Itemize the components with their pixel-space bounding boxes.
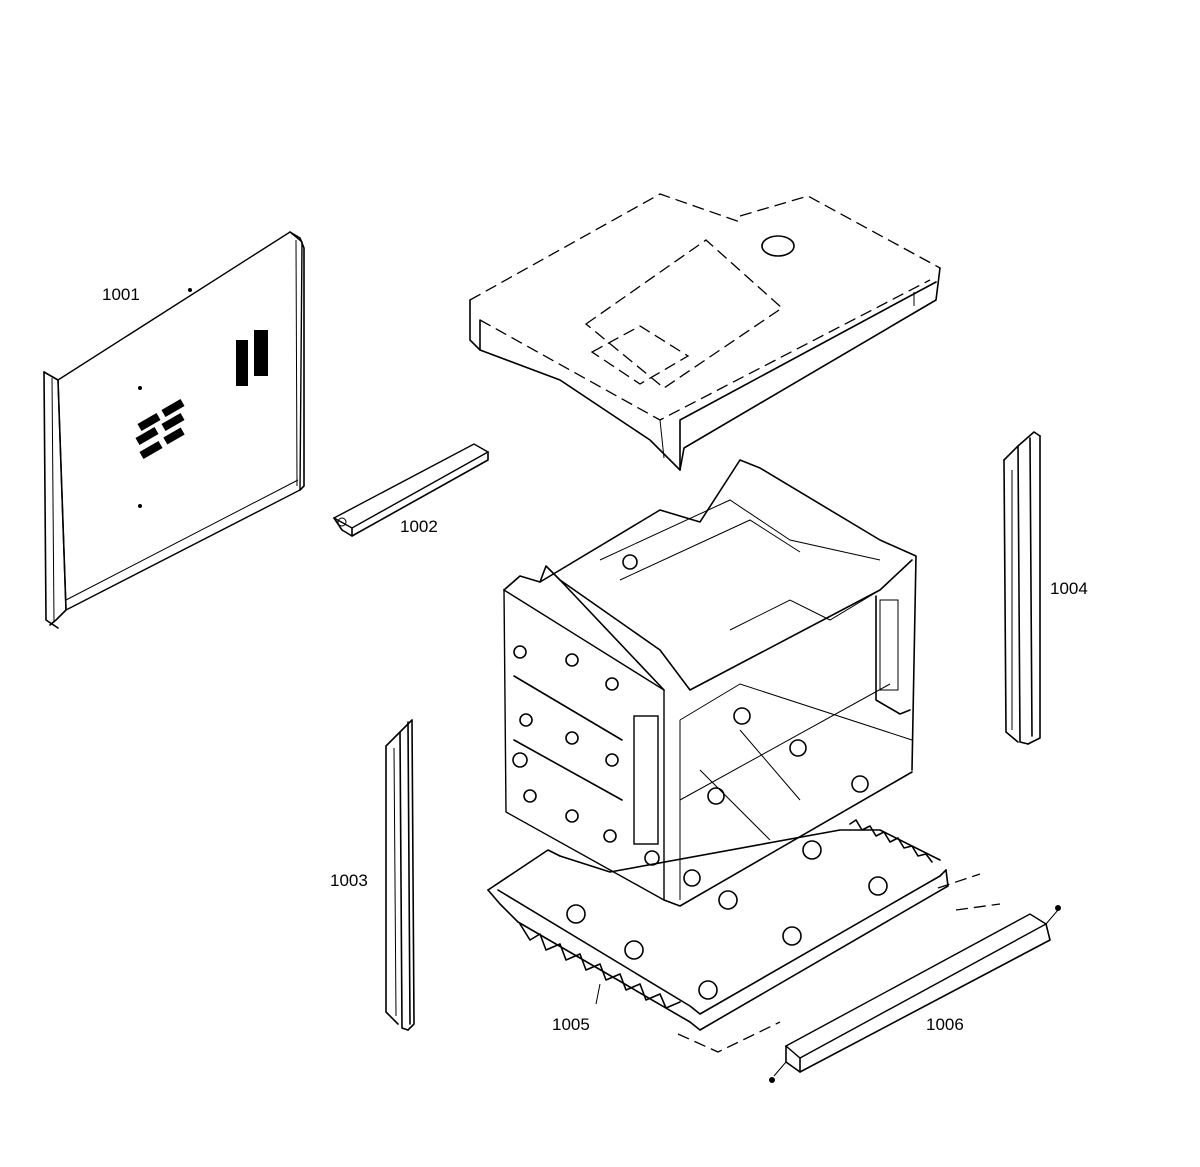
top-cover-panel: [469, 193, 941, 471]
part-1003-left-rail: [385, 719, 415, 1031]
part-1001-back-panel: [43, 231, 305, 629]
part-1002-bracket: [332, 443, 490, 537]
label-1003: 1003: [330, 871, 368, 890]
oven-cavity-frame: [503, 459, 917, 907]
part-1004-right-rail: [1003, 431, 1041, 745]
vent-slots-upper: [236, 330, 268, 386]
label-1002: 1002: [400, 517, 438, 536]
label-1001: 1001: [102, 285, 140, 304]
part-1005-bottom-panel: [487, 819, 949, 1031]
part-1006-front-trim: [677, 873, 1061, 1083]
label-1006: 1006: [926, 1015, 964, 1034]
label-1004: 1004: [1050, 579, 1088, 598]
vent-slots-center: [135, 399, 185, 459]
label-1005: 1005: [552, 1015, 590, 1034]
